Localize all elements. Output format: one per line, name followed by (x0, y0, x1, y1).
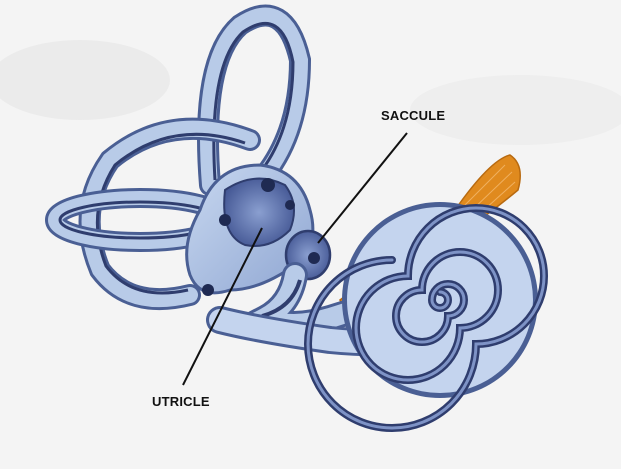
background-smudge (410, 75, 621, 145)
ampulla-dot (285, 200, 295, 210)
utricle-leader-line (182, 227, 263, 386)
ampulla-dot (261, 178, 275, 192)
ampulla-dot (219, 214, 231, 226)
cochlear-spiral-highlight (306, 206, 546, 430)
saccule-macula (308, 252, 320, 264)
ductus-reuniens (261, 279, 302, 318)
anterior-canal (200, 7, 309, 193)
anterior-duct (212, 21, 295, 181)
utricle-label: UTRICLE (152, 394, 210, 409)
saccule-label: SACCULE (381, 108, 446, 123)
saccule-leader-line (317, 132, 408, 244)
ampulla-dot (202, 284, 214, 296)
cochlea (304, 202, 548, 432)
background-smudge (0, 40, 170, 120)
